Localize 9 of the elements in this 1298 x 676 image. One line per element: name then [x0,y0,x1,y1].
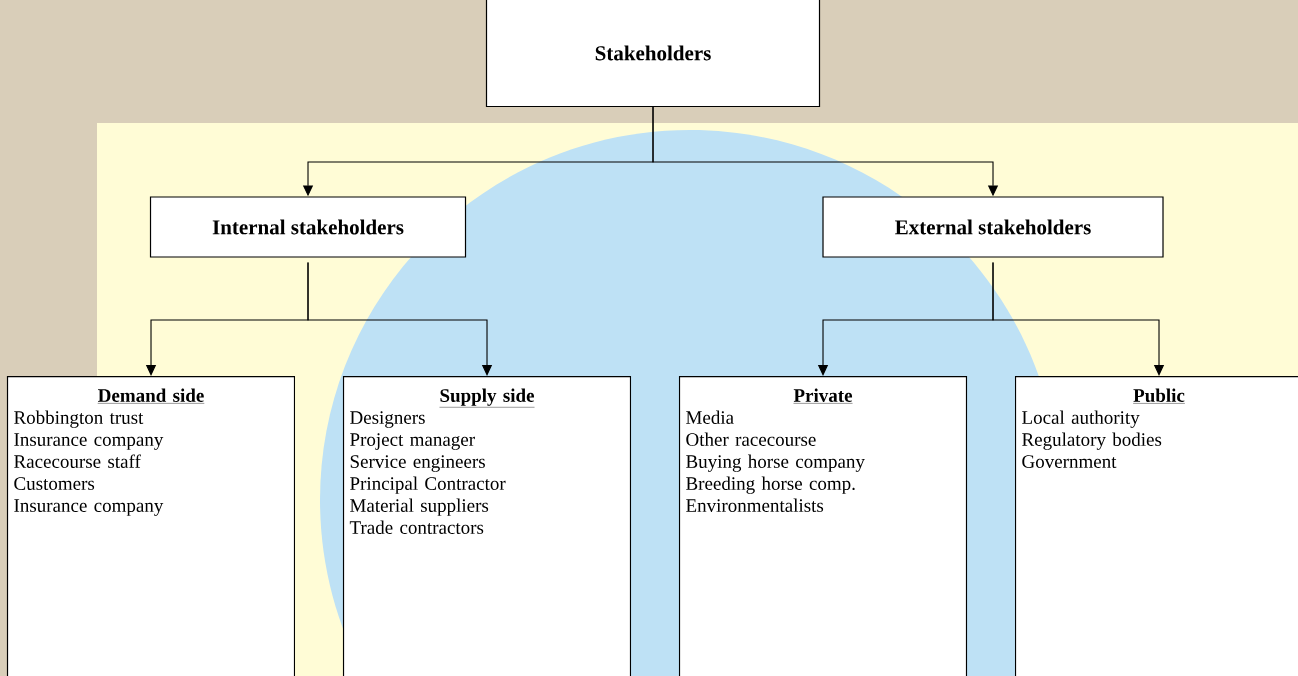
stakeholder-box: Demand side Robbington trust Insurance company Racecourse staff Customers Insurance company [6,376,296,676]
stakeholder-box: Private Media Other racecourse Buying horse company Breeding horse comp. Environmentalists [678,376,968,676]
stakeholder-box: Stakeholders [485,0,821,108]
arrow [992,262,1165,376]
stakeholder-box: Internal stakeholders [149,196,467,258]
stakeholder-box: External stakeholders [822,196,1164,258]
arrow [307,262,493,376]
stakeholder-box: Supply side Designers Project manager Service engineers Principal Contractor Material suppliers Trade contractors [342,376,632,676]
stakeholder-box: Public Local authority Regulatory bodies Government [1014,376,1298,676]
